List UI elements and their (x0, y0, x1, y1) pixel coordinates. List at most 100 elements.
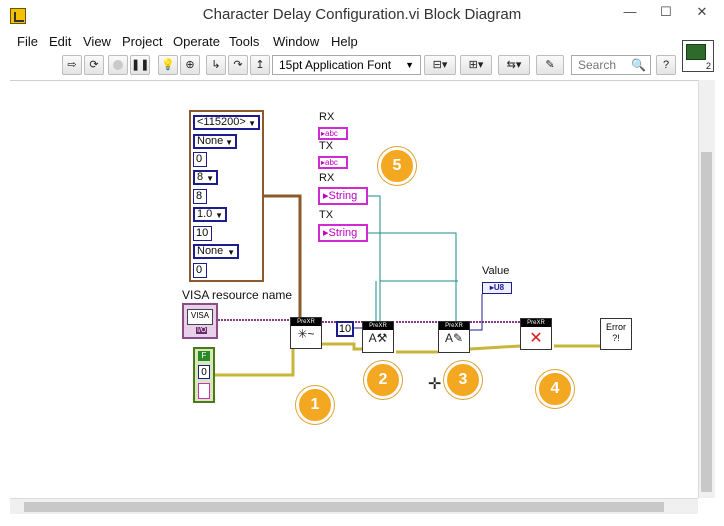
visa-resource-control[interactable]: VISA I/O (182, 303, 218, 339)
baud-rate-ring[interactable]: <115200>▼ (193, 115, 260, 130)
block-diagram-canvas[interactable] (10, 80, 698, 499)
pause-icon[interactable]: ❚❚ (130, 55, 150, 75)
chevron-down-icon: ▼ (225, 138, 233, 147)
step-into-icon[interactable]: ↳ (206, 55, 226, 75)
data-bits-value: 8 (197, 171, 204, 183)
run-continuously-icon[interactable]: ⟳ (84, 55, 104, 75)
cluster-num-4[interactable]: 0 (193, 263, 207, 278)
u8-text: U8 (493, 283, 505, 292)
vertical-scrollbar[interactable] (698, 80, 715, 498)
rx-indicator-label: RX (319, 111, 335, 123)
cleanup-diagram-icon[interactable]: ✎ (536, 55, 564, 75)
tx-string-indicator[interactable]: ▸abc (318, 156, 348, 169)
parity-value: None (197, 135, 224, 147)
menu-edit[interactable]: Edit (49, 34, 72, 49)
cluster-num-2[interactable]: 8 (193, 189, 207, 204)
font-selector[interactable]: 15pt Application Font ▼ (272, 55, 421, 75)
horizontal-scroll-thumb[interactable] (24, 502, 664, 512)
status-boolean: F (198, 351, 210, 361)
rx-string-indicator[interactable]: ▸abc (318, 127, 348, 140)
visa-io-text: I/O (196, 327, 208, 334)
tx-indicator-label: TX (319, 140, 334, 152)
rx-string-control[interactable]: ▸String (318, 187, 368, 205)
window-title: Character Delay Configuration.vi Block D… (202, 6, 522, 23)
error-in-cluster[interactable]: F 0 (193, 347, 215, 403)
chevron-down-icon: ▼ (206, 174, 214, 183)
menu-operate[interactable]: Operate (173, 34, 220, 49)
simple-error-handler-vi[interactable]: Error?! (600, 318, 632, 350)
close-button[interactable]: ✕ (696, 4, 708, 19)
source-string (198, 383, 210, 399)
visa-control-text: VISA (187, 309, 213, 325)
vi-header: PreXR (439, 322, 469, 330)
tx-control-text: String (328, 227, 358, 239)
rx-indicator-text: abc (325, 129, 338, 138)
value-label: Value (482, 265, 510, 277)
flow-control-enum[interactable]: None▼ (193, 244, 239, 259)
vi-icon-connector-pane[interactable]: 2 (682, 40, 714, 72)
abort-icon[interactable] (108, 55, 128, 75)
labview-app-icon (10, 8, 26, 24)
visa-configure-serial-vi[interactable]: PreXR✳~ (290, 317, 322, 349)
menu-help[interactable]: Help (331, 34, 358, 49)
numeric-constant[interactable]: 10 (336, 321, 354, 337)
vi-header: PreXR (363, 322, 393, 330)
search-icon: 🔍 (631, 58, 646, 72)
callout-1: 1 (296, 386, 334, 424)
horizontal-scrollbar[interactable] (10, 498, 698, 515)
menu-file[interactable]: File (17, 34, 38, 49)
align-icon[interactable]: ⊟▾ (424, 55, 456, 75)
callout-4: 4 (536, 370, 574, 408)
serial-port-icon: ✳~ (297, 327, 315, 341)
menu-project[interactable]: Project (122, 34, 163, 49)
close-x-icon: ✕ (529, 330, 543, 347)
data-bits-ring[interactable]: 8▼ (193, 170, 218, 185)
help-icon[interactable]: ? (656, 55, 676, 75)
value-u8-indicator[interactable]: ▸U8 (482, 282, 512, 294)
stop-bits-value: 1.0 (197, 208, 213, 220)
menu-view[interactable]: View (83, 34, 111, 49)
cluster-num-3[interactable]: 10 (193, 226, 212, 241)
menu-bar: File Edit View Project Operate Tools Win… (0, 32, 724, 52)
menu-tools[interactable]: Tools (229, 34, 260, 49)
maximize-button[interactable]: ☐ (660, 4, 672, 19)
vi-header: PreXR (291, 318, 321, 326)
chevron-down-icon: ▼ (227, 248, 235, 257)
step-out-icon[interactable]: ↥ (250, 55, 270, 75)
cluster-num-1[interactable]: 0 (193, 152, 207, 167)
distribute-icon[interactable]: ⊞▾ (460, 55, 492, 75)
search-input[interactable]: Search 🔍 (571, 55, 651, 75)
minimize-button[interactable]: — (623, 4, 637, 19)
step-over-icon[interactable]: ↷ (228, 55, 248, 75)
chevron-down-icon: ▼ (248, 119, 256, 128)
menu-window[interactable]: Window (273, 34, 320, 49)
vertical-scroll-thumb[interactable] (701, 152, 712, 492)
tx-control-label: TX (319, 209, 334, 221)
run-arrow-icon[interactable]: ⇨ (62, 55, 82, 75)
visa-close-vi[interactable]: PreXR✕ (520, 318, 552, 350)
highlight-execution-icon[interactable]: 💡 (158, 55, 178, 75)
string-control-wires[interactable] (367, 195, 458, 322)
toolbar: ⇨ ⟳ ❚❚ 💡 ⊕ ↳ ↷ ↥ 15pt Application Font ▼… (0, 52, 724, 80)
rx-control-text: String (328, 190, 358, 202)
serial-settings-cluster[interactable]: <115200>▼ None▼ 0 8▼ 8 1.0▼ 10 None▼ 0 (189, 110, 264, 282)
error-handler-sub: ?! (612, 333, 620, 343)
tx-indicator-text: abc (325, 158, 338, 167)
stop-bits-ring[interactable]: 1.0▼ (193, 207, 227, 222)
tx-string-control[interactable]: ▸String (318, 224, 368, 242)
cluster-wire[interactable] (264, 194, 302, 318)
rx-control-label: RX (319, 172, 335, 184)
parity-enum[interactable]: None▼ (193, 134, 237, 149)
callout-5: 5 (378, 147, 416, 185)
callout-2: 2 (364, 361, 402, 399)
retain-wire-values-icon[interactable]: ⊕ (180, 55, 200, 75)
reorder-icon[interactable]: ⇆▾ (498, 55, 530, 75)
status-strip (0, 514, 724, 526)
value-wire[interactable] (470, 294, 483, 331)
visa-resource-label: VISA resource name (182, 288, 293, 302)
flow-control-value: None (197, 245, 224, 257)
conpane-number: 2 (705, 61, 711, 71)
